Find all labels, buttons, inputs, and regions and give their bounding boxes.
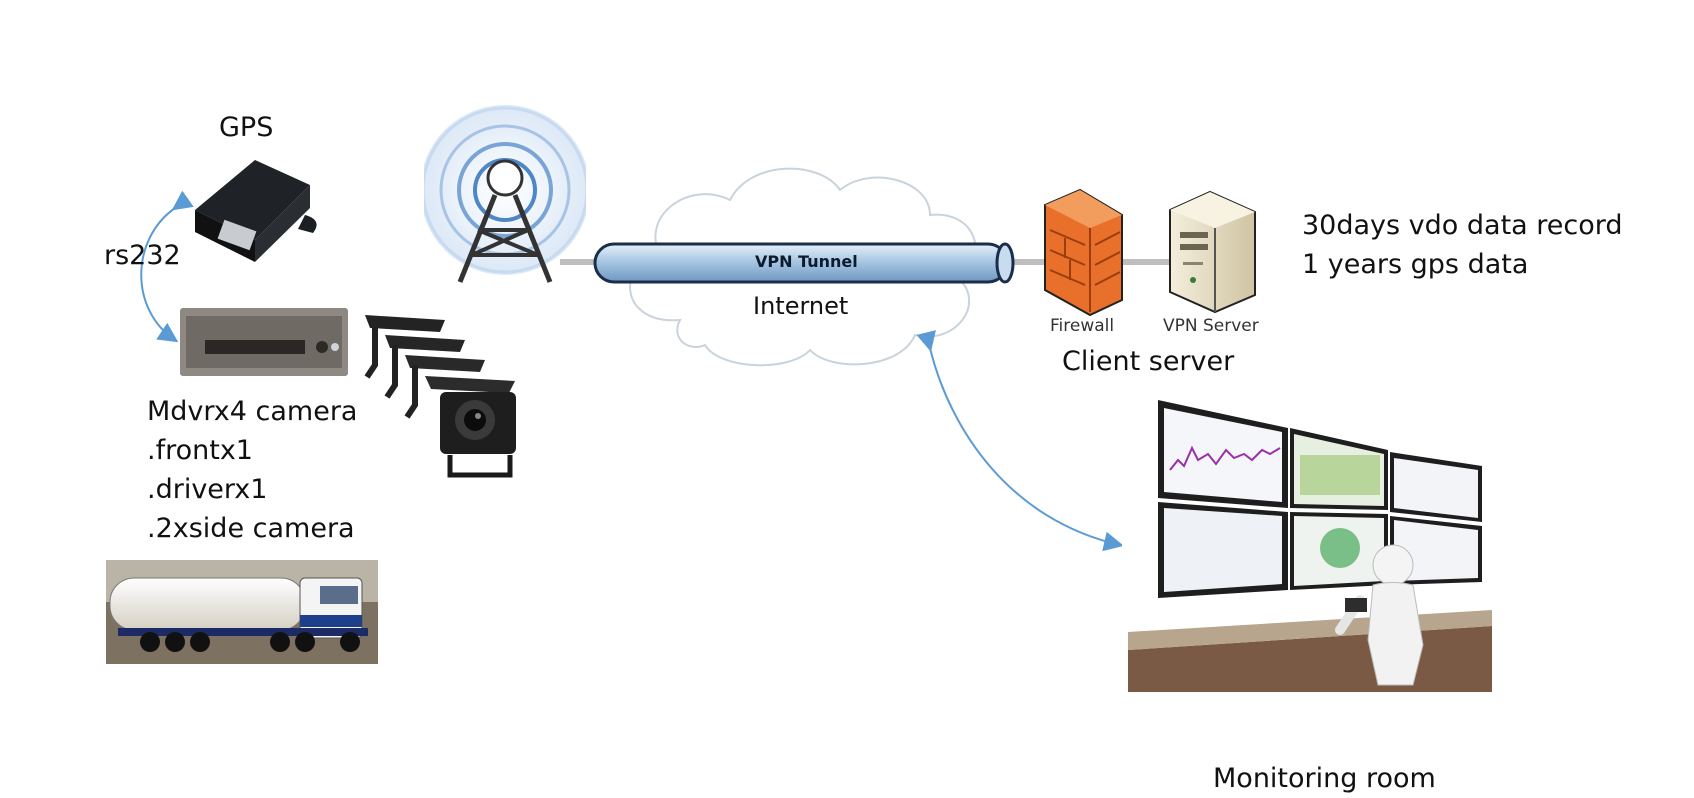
monitoring-link-arrow [916, 330, 1124, 552]
side-cameras-icon [364, 315, 516, 478]
mdvr-device-icon [180, 308, 348, 376]
internet-label: Internet [753, 292, 849, 320]
client-server-label: Client server [1062, 346, 1235, 377]
mdvr-side-label: .2xside camera [147, 513, 355, 544]
vpn-tunnel-pipe [593, 242, 1015, 284]
vpn-server-label: VPN Server [1163, 316, 1259, 336]
firewall-icon [1044, 188, 1123, 317]
monitoring-room-label: Monitoring room [1213, 763, 1436, 794]
gps-label: GPS [219, 112, 274, 143]
gps-device-icon [195, 160, 317, 262]
fuel-truck-image [106, 560, 378, 664]
vpn-tunnel-label: VPN Tunnel [755, 252, 858, 271]
vpn-server-icon [1169, 190, 1256, 314]
cell-tower-icon [418, 100, 592, 283]
firewall-label: Firewall [1050, 316, 1115, 336]
rs232-label: rs232 [104, 240, 181, 271]
mdvr-driver-label: .driverx1 [147, 474, 268, 505]
retention-gps-label: 1 years gps data [1302, 249, 1529, 280]
retention-video-label: 30days vdo data record [1302, 210, 1623, 241]
mdvr-title-label: Mdvrx4 camera [147, 396, 358, 427]
rs232-arrow [140, 190, 194, 343]
monitoring-room-image [1122, 398, 1494, 693]
mdvr-front-label: .frontx1 [147, 435, 253, 466]
